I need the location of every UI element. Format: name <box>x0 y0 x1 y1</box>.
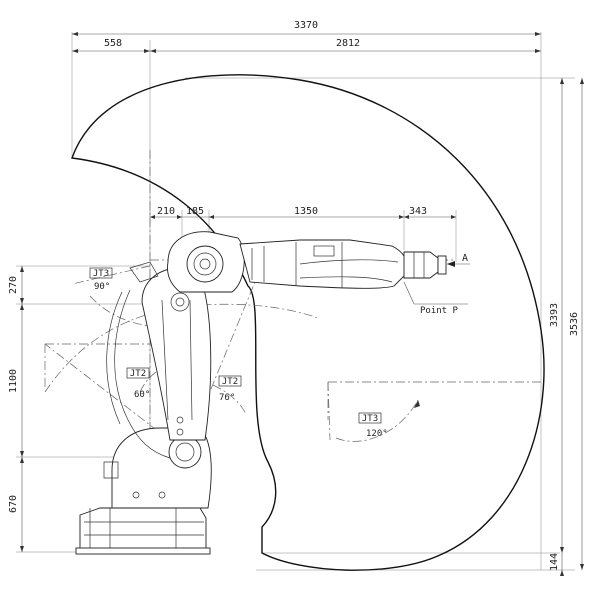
dim-right-inner: 3393 <box>549 303 560 327</box>
jt2-right-label: JT2 <box>222 377 238 387</box>
work-envelope-outline <box>71 74 545 571</box>
robot-wrist <box>403 251 439 279</box>
robot-forearm <box>239 239 408 289</box>
point-p-label: Point P <box>420 306 459 316</box>
jt3-upper-box <box>89 267 113 279</box>
dim-arm-a: 210 <box>157 206 175 217</box>
jt3-hub <box>186 245 224 283</box>
jt3-lower-box <box>358 412 382 424</box>
robot-lower-arm <box>141 267 212 441</box>
jt2-right-angle: 76° <box>219 393 235 403</box>
jt3-lower-angle: 120° <box>366 429 388 439</box>
dim-arm-c: 1350 <box>294 206 318 217</box>
jt2-left-label: JT2 <box>130 369 146 379</box>
robot-base <box>79 507 207 551</box>
arm-dimensions: 210 185 1350 343 <box>150 206 456 219</box>
jt3-upper-angle: 90° <box>94 282 110 292</box>
jt2-right-box <box>218 375 242 387</box>
top-dimensions: 3370 558 2812 <box>72 20 541 53</box>
jt3-lower-label: JT3 <box>362 414 378 424</box>
extension-lines <box>16 32 575 571</box>
dim-arm-b: 185 <box>186 206 204 217</box>
jt2-hub <box>168 435 202 469</box>
dim-right-bottom: 144 <box>549 553 560 571</box>
point-p-leader <box>403 281 415 305</box>
jt2-left-box <box>126 367 150 379</box>
left-dimensions: 270 1100 670 <box>8 266 24 552</box>
jt2-left-angle: 60° <box>134 390 150 400</box>
dim-top-left: 558 <box>104 38 122 49</box>
dim-left-upper: 270 <box>8 276 19 294</box>
dim-top-right: 2812 <box>336 38 360 49</box>
dim-top-total: 3370 <box>294 20 318 31</box>
dim-right-outer: 3536 <box>569 312 580 336</box>
robot-body <box>75 231 470 555</box>
view-marker-label: A <box>462 253 468 264</box>
right-dimensions: 3393 3536 144 <box>549 78 584 576</box>
dim-left-lower: 670 <box>8 495 19 513</box>
labels: A Point P JT3 90° JT2 60° JT2 76° JT3 12… <box>89 253 468 439</box>
dim-arm-d: 343 <box>409 206 427 217</box>
dim-left-mid: 1100 <box>8 369 19 393</box>
jt3-upper-label: JT3 <box>93 269 109 279</box>
